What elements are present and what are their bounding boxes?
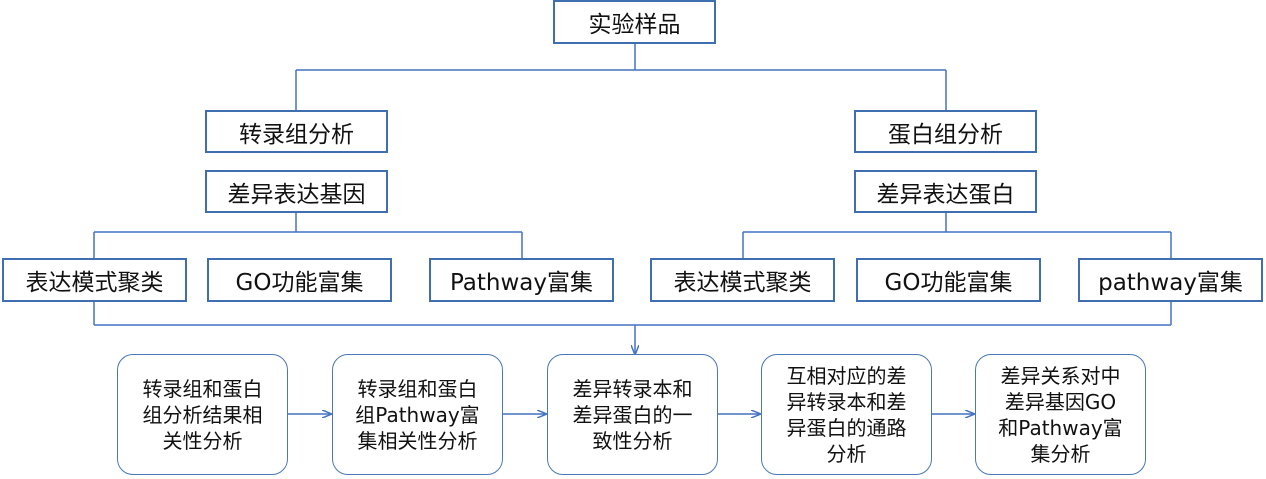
diff-expressed-genes-box: 差异表达基因	[205, 170, 388, 213]
flow-step-4: 互相对应的差 异转录本和差 异蛋白的通路 分析	[761, 354, 932, 475]
transcriptome-analysis-box: 转录组分析	[205, 110, 388, 153]
left-pathway-enrichment-box: Pathway富集	[429, 258, 614, 302]
flow-step-5-text: 差异关系对中 差异基因GO 和Pathway富 集分析	[998, 363, 1123, 466]
flow-step-2-text: 转录组和蛋白 组Pathway富 集相关性分析	[355, 376, 480, 453]
flow-step-1: 转录组和蛋白 组分析结果相 关性分析	[117, 354, 288, 475]
proteome-analysis-box: 蛋白组分析	[854, 110, 1037, 153]
left-go-enrichment-box: GO功能富集	[207, 258, 392, 302]
flow-step-3-text: 差异转录本和 差异蛋白的一 致性分析	[572, 376, 693, 453]
root-box: 实验样品	[553, 0, 716, 44]
right-go-enrichment-box: GO功能富集	[856, 258, 1041, 302]
flow-step-3: 差异转录本和 差异蛋白的一 致性分析	[547, 354, 718, 475]
flow-step-2: 转录组和蛋白 组Pathway富 集相关性分析	[332, 354, 503, 475]
diff-expressed-proteins-box: 差异表达蛋白	[854, 170, 1037, 213]
right-pathway-enrichment-box: pathway富集	[1078, 258, 1263, 302]
flow-step-4-text: 互相对应的差 异转录本和差 异蛋白的通路 分析	[786, 363, 907, 466]
flow-step-1-text: 转录组和蛋白 组分析结果相 关性分析	[142, 376, 263, 453]
left-clustering-box: 表达模式聚类	[2, 258, 187, 302]
right-clustering-box: 表达模式聚类	[650, 258, 835, 302]
flow-step-5: 差异关系对中 差异基因GO 和Pathway富 集分析	[975, 354, 1146, 475]
